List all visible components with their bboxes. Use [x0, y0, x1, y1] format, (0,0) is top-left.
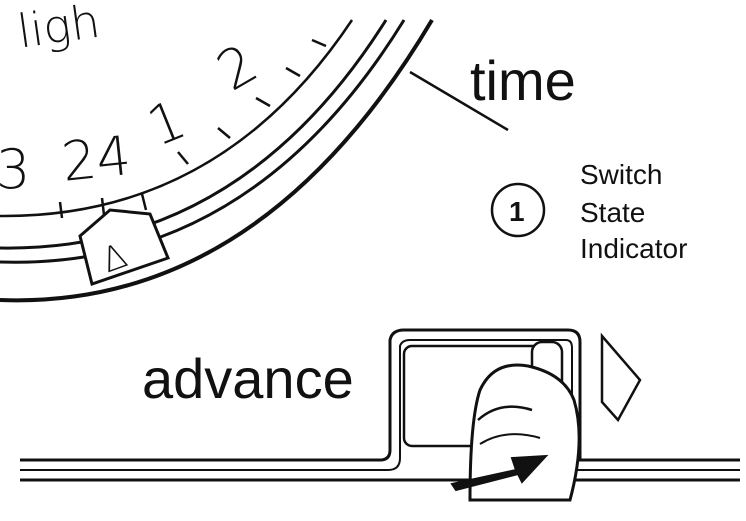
callout-line-2: State — [580, 197, 645, 228]
callout-badge: 1 — [490, 182, 546, 238]
dial-numeral-1: 1 — [139, 88, 194, 159]
finger-icon — [468, 363, 581, 502]
dial-numeral-24: 24 — [59, 124, 134, 194]
arrow-right-icon — [450, 454, 549, 492]
callout-line-1: Switch — [580, 159, 662, 190]
advance-label: advance — [142, 347, 354, 410]
chevron-right-icon — [600, 332, 642, 423]
callout-number: 1 — [509, 196, 525, 227]
triangle-pointer-icon: Δ — [78, 208, 170, 286]
watch-dial — [0, 18, 434, 303]
time-pointer-line — [409, 70, 509, 132]
callout-line-3: Indicator — [580, 233, 687, 264]
dial-partial-word: ligh — [14, 0, 103, 59]
time-label: time — [470, 49, 576, 112]
dial-numeral-3: 3 — [0, 138, 30, 201]
slider-rail — [20, 328, 740, 482]
dial-numeral-2: 2 — [207, 32, 268, 104]
